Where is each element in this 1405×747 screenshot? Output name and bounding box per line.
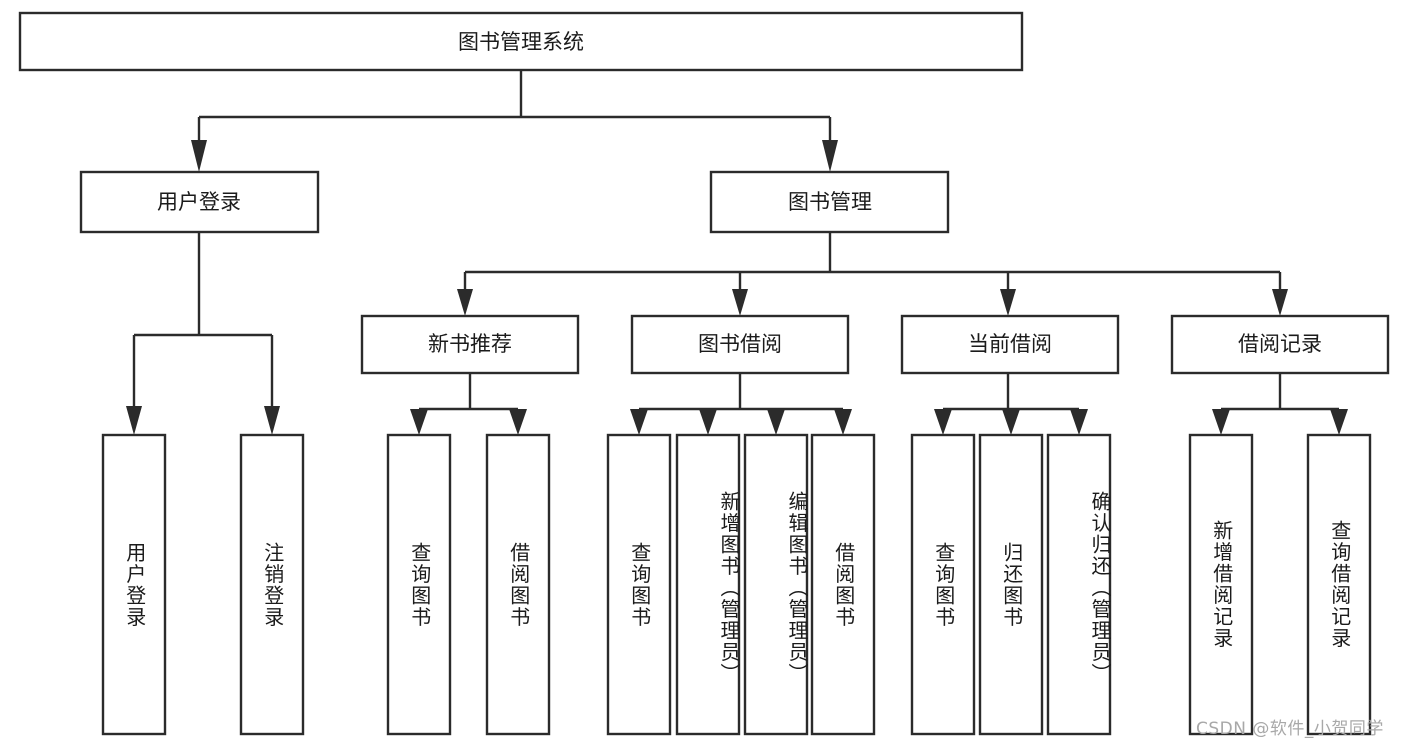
- arrow-head-leaf-query-book-b: [630, 409, 648, 435]
- arrow-head-book-manage: [822, 140, 838, 172]
- node-leaf-add-book[interactable]: [675, 433, 741, 736]
- node-leaf-return-book[interactable]: [978, 433, 1044, 736]
- node-leaf-add-record[interactable]: [1188, 433, 1254, 736]
- arrow-head-borrow-record: [1272, 289, 1288, 316]
- node-root[interactable]: [18, 11, 1024, 72]
- arrow-head-new-book-rec: [457, 289, 473, 316]
- arrow-head-leaf-edit-book: [767, 409, 785, 435]
- node-leaf-query-book-b[interactable]: [606, 433, 672, 736]
- arrow-head-leaf-borrow-book-b: [834, 409, 852, 435]
- node-current-borrow[interactable]: [900, 314, 1120, 375]
- node-leaf-user-login[interactable]: [101, 433, 167, 736]
- csdn-watermark: CSDN @软件_小贺同学: [1196, 719, 1384, 739]
- node-book-manage[interactable]: [709, 170, 950, 234]
- arrow-head-leaf-user-login: [126, 406, 142, 435]
- node-leaf-borrow-book-b[interactable]: [810, 433, 876, 736]
- node-leaf-query-record[interactable]: [1306, 433, 1372, 736]
- node-layer: 图书管理系统 用户登录 图书管理 新书推荐 图书借阅 当前借阅 借阅记录: [18, 11, 1390, 736]
- node-book-borrow-label: 图书借阅: [698, 332, 782, 356]
- node-leaf-borrow-book-rec[interactable]: [485, 433, 551, 736]
- arrow-head-book-borrow: [732, 289, 748, 316]
- arrow-head-user-login: [191, 140, 207, 172]
- arrow-head-leaf-add-book: [699, 409, 717, 435]
- node-user-login-label: 用户登录: [157, 190, 241, 214]
- node-book-manage-label: 图书管理: [788, 190, 872, 214]
- arrow-head-leaf-add-record: [1212, 409, 1230, 435]
- node-book-borrow[interactable]: [630, 314, 850, 375]
- node-user-login[interactable]: [79, 170, 320, 234]
- arrow-head-leaf-user-logout: [264, 406, 280, 435]
- arrow-head-leaf-confirm-return: [1070, 409, 1088, 435]
- node-borrow-record-label: 借阅记录: [1238, 332, 1322, 356]
- node-new-book-rec-label: 新书推荐: [428, 332, 512, 356]
- arrow-head-leaf-query-record: [1330, 409, 1348, 435]
- arrow-head-leaf-return-book: [1002, 409, 1020, 435]
- arrow-head-leaf-query-book-rec: [410, 409, 428, 435]
- node-borrow-record[interactable]: [1170, 314, 1390, 375]
- node-root-label: 图书管理系统: [458, 30, 584, 54]
- node-leaf-user-logout[interactable]: [239, 433, 305, 736]
- connector-layer: [126, 70, 1348, 435]
- arrow-head-current-borrow: [1000, 289, 1016, 316]
- node-current-borrow-label: 当前借阅: [968, 332, 1052, 356]
- node-leaf-confirm-return[interactable]: [1046, 433, 1112, 736]
- node-leaf-query-book-c[interactable]: [910, 433, 976, 736]
- node-new-book-rec[interactable]: [360, 314, 580, 375]
- arrow-head-leaf-query-book-c: [934, 409, 952, 435]
- node-leaf-edit-book[interactable]: [743, 433, 809, 736]
- arrow-head-leaf-borrow-book-rec: [509, 409, 527, 435]
- node-leaf-query-book-rec[interactable]: [386, 433, 452, 736]
